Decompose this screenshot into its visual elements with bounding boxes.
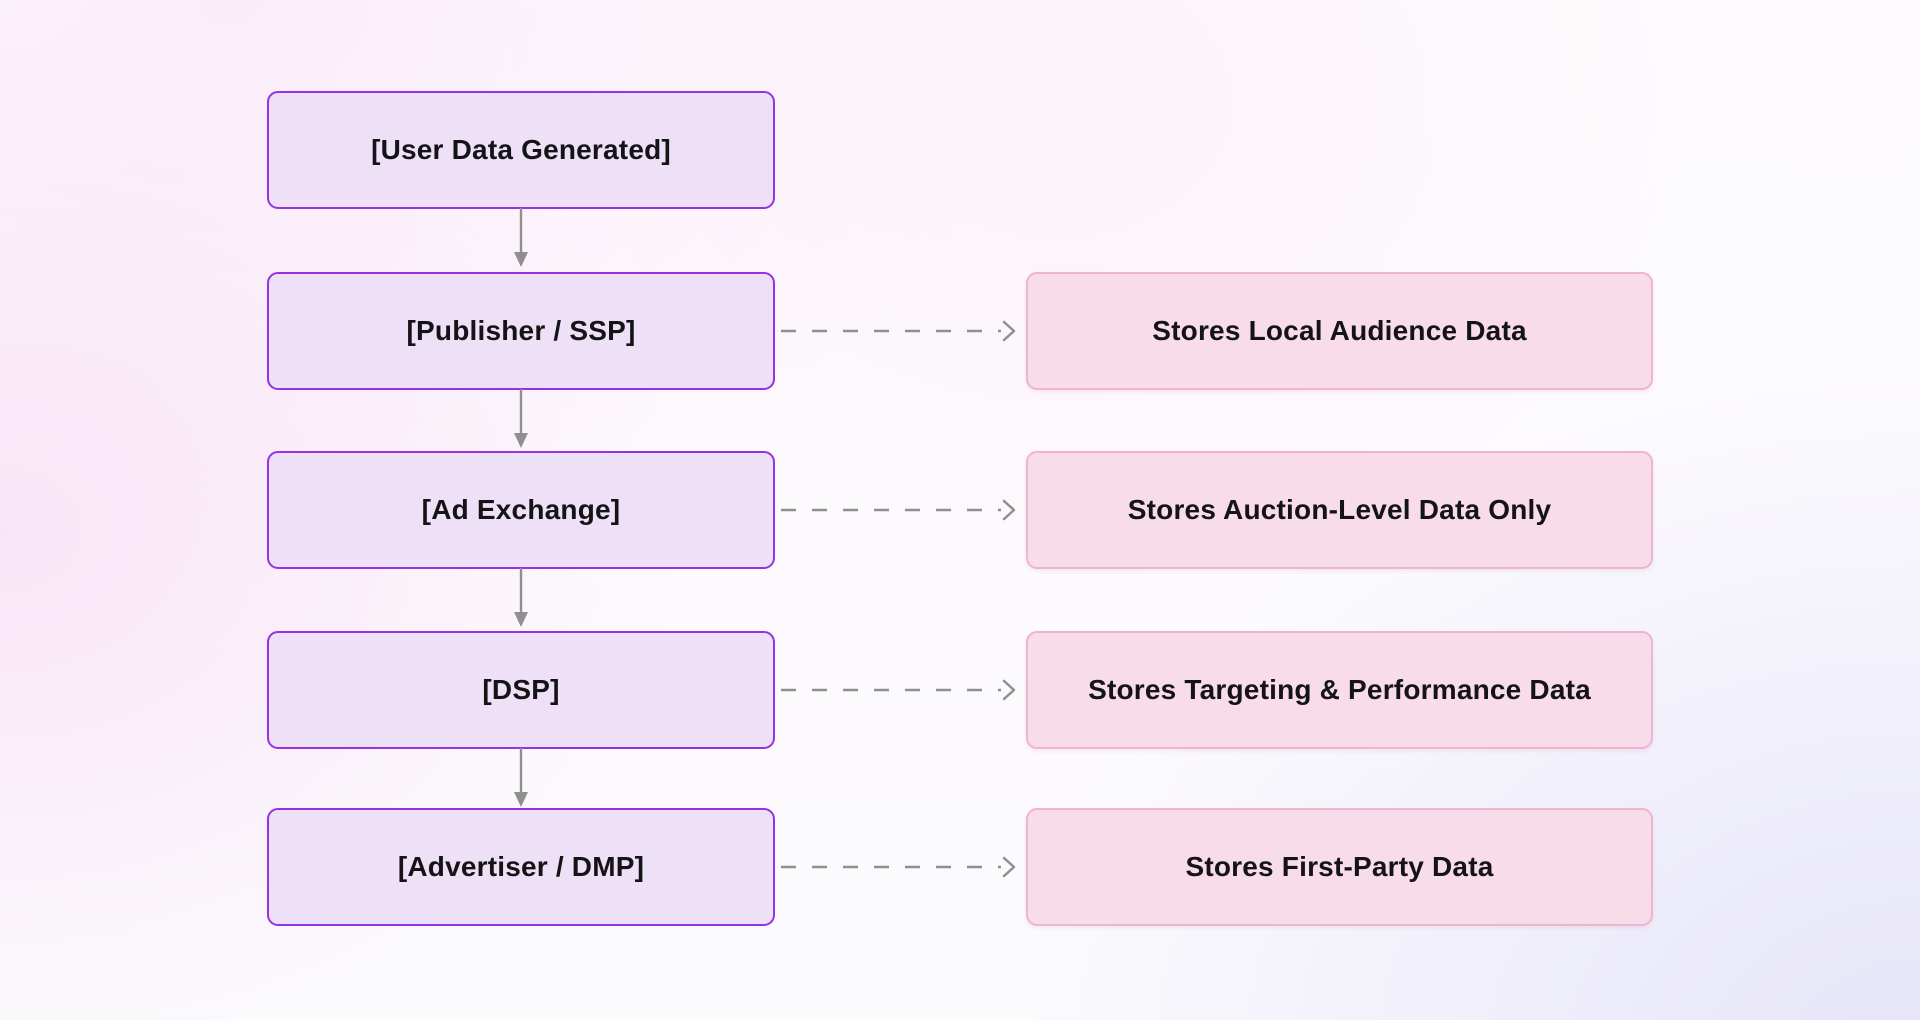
node-label: [User Data Generated] <box>371 134 671 165</box>
down-arrow-icon <box>514 568 528 627</box>
dashed-right-arrow-icon <box>781 856 1016 878</box>
node-stores-first-party-data: Stores First-Party Data <box>1026 808 1653 926</box>
down-arrow-icon <box>514 389 528 448</box>
node-stores-auction-level-data-only: Stores Auction-Level Data Only <box>1026 451 1653 569</box>
node-stores-local-audience-data: Stores Local Audience Data <box>1026 272 1653 390</box>
node-label: Stores Auction-Level Data Only <box>1127 494 1552 525</box>
dashed-right-arrow-icon <box>781 320 1016 342</box>
node-publisher-ssp: [Publisher / SSP] <box>267 272 775 390</box>
node-label: [Publisher / SSP] <box>406 315 636 346</box>
down-arrow-icon <box>514 748 528 807</box>
dashed-right-arrow-icon <box>781 679 1016 701</box>
node-dsp: [DSP] <box>267 631 775 749</box>
node-user-data-generated: [User Data Generated] <box>267 91 775 209</box>
down-arrow-icon <box>514 208 528 267</box>
node-label: [Ad Exchange] <box>421 494 621 525</box>
node-label: [Advertiser / DMP] <box>397 851 645 882</box>
node-label: Stores First-Party Data <box>1185 851 1494 882</box>
node-ad-exchange: [Ad Exchange] <box>267 451 775 569</box>
node-advertiser-dmp: [Advertiser / DMP] <box>267 808 775 926</box>
dashed-right-arrow-icon <box>781 499 1016 521</box>
node-label: [DSP] <box>482 674 560 705</box>
node-stores-targeting-performance-data: Stores Targeting & Performance Data <box>1026 631 1653 749</box>
node-label: Stores Local Audience Data <box>1152 315 1527 346</box>
node-label: Stores Targeting & Performance Data <box>1088 674 1591 705</box>
